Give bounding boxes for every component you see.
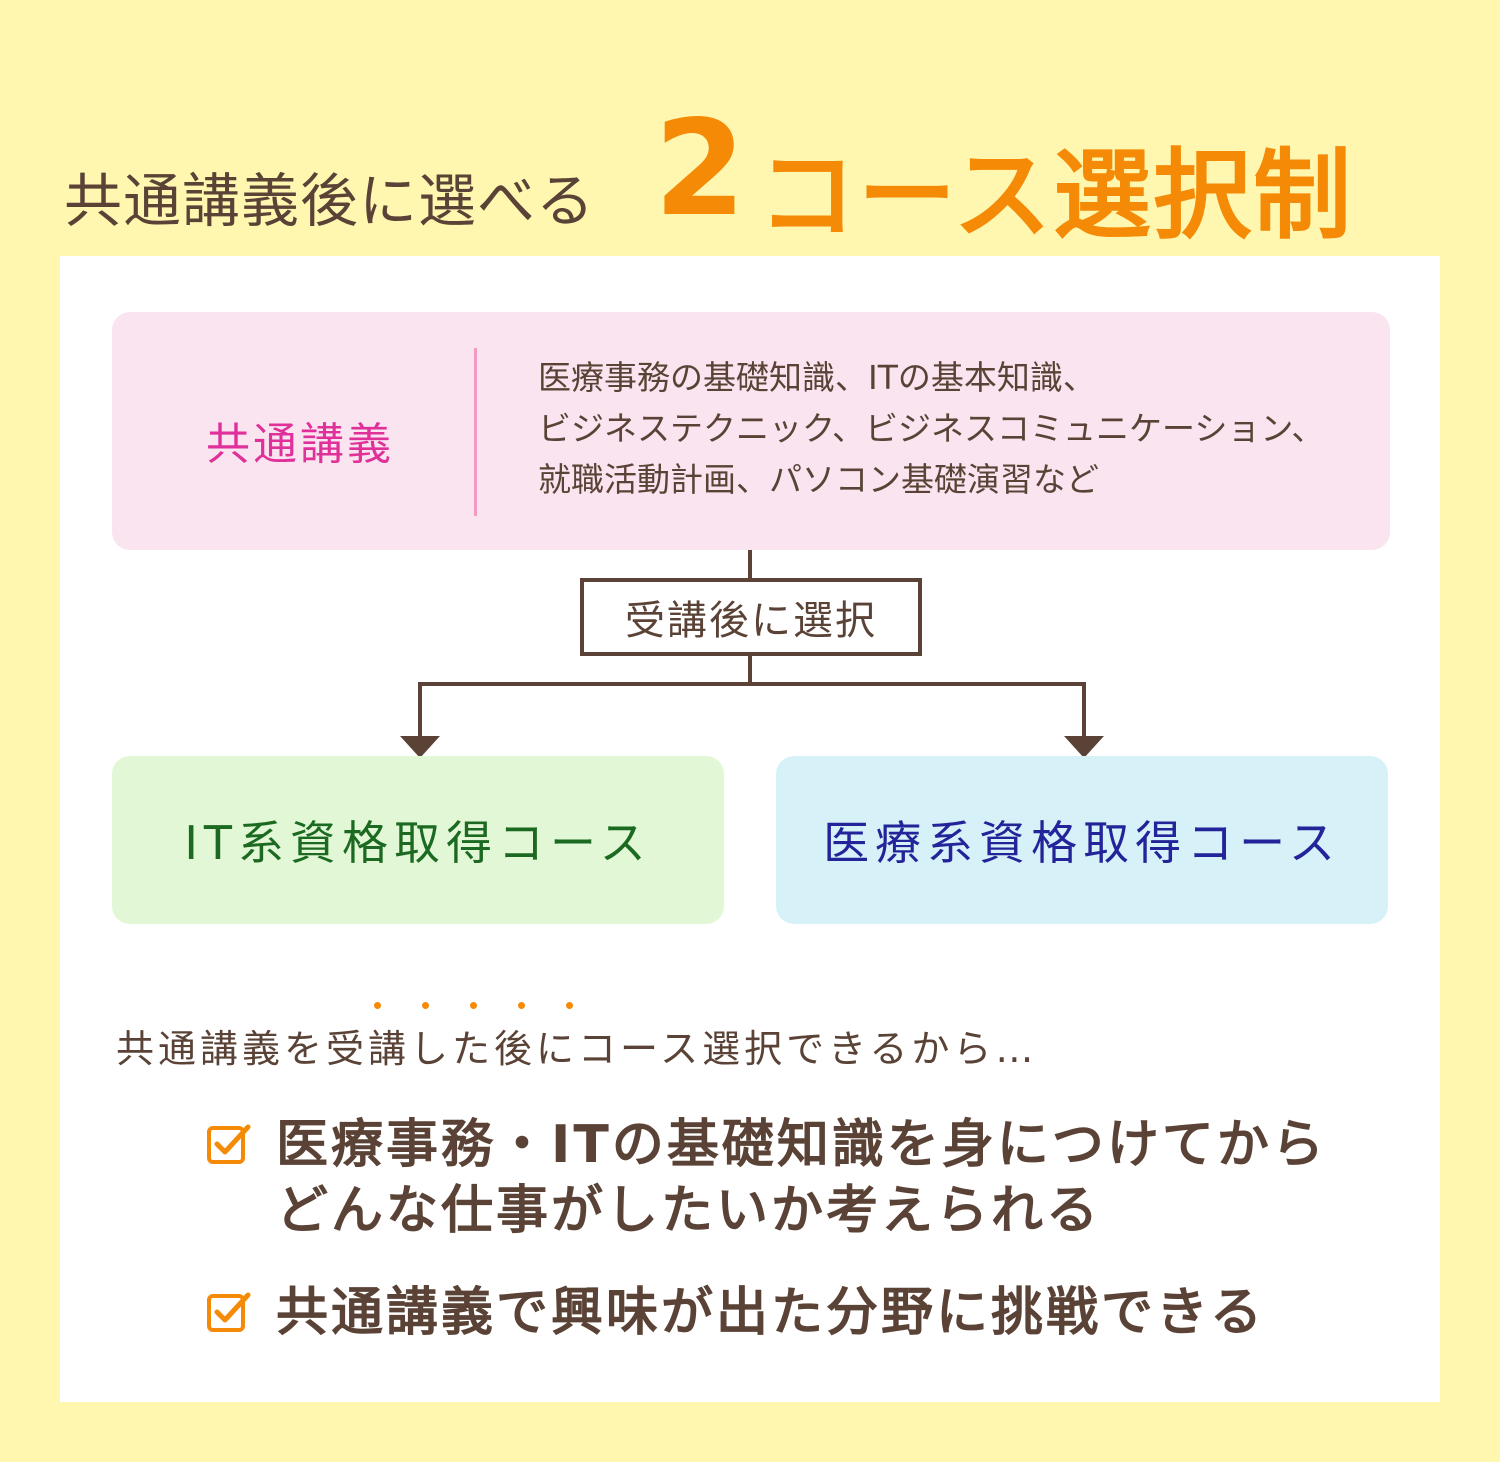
- headline-number: 2: [654, 92, 746, 246]
- emphasis-dot: [374, 1002, 381, 1009]
- headline-course-selection: コース選択制: [758, 139, 1354, 253]
- common-lecture-line: ビジネステクニック、ビジネスコミュニケーション、: [538, 409, 1325, 448]
- course-it: IT系資格取得コース: [112, 756, 724, 924]
- common-lecture-label: 共通講義: [206, 419, 394, 470]
- flow-connectors: [400, 550, 1104, 758]
- emphasis-dot: [518, 1002, 525, 1009]
- benefit-text: 共通講義で興味が出た分野に挑戦できる: [276, 1280, 1376, 1346]
- select-step-box: 受講後に選択: [580, 578, 922, 656]
- arrow-down-icon: [1064, 736, 1104, 758]
- emphasis-dot: [566, 1002, 573, 1009]
- common-lecture-line: 就職活動計画、パソコン基礎演習など: [538, 460, 1099, 499]
- benefit-line: どんな仕事がしたいか考えられる: [276, 1181, 1102, 1241]
- headline: 共通講義後に選べる 2 コース選択制: [64, 92, 1444, 253]
- arrow-down-icon: [400, 736, 440, 758]
- checkbox-icon: [207, 1124, 251, 1164]
- common-lecture-divider: [474, 348, 477, 516]
- headline-lead: 共通講義後に選べる: [64, 167, 596, 235]
- benefit-line: 共通講義で興味が出た分野に挑戦できる: [276, 1283, 1265, 1343]
- intro-text: 共通講義を受講した後にコース選択できるから…: [116, 1027, 1038, 1071]
- content-card: 共通講義 医療事務の基礎知識、ITの基本知識、 ビジネステクニック、ビジネスコミ…: [60, 256, 1440, 1402]
- emphasis-dot: [422, 1002, 429, 1009]
- checkbox-icon: [207, 1292, 251, 1332]
- common-lecture-line: 医療事務の基礎知識、ITの基本知識、: [538, 358, 1096, 397]
- common-lecture-description: 医療事務の基礎知識、ITの基本知識、 ビジネステクニック、ビジネスコミュニケーシ…: [538, 352, 1378, 505]
- benefit-text: 医療事務・ITの基礎知識を身につけてから どんな仕事がしたいか考えられる: [276, 1112, 1376, 1244]
- emphasis-dot: [470, 1002, 477, 1009]
- benefit-line: 医療事務・ITの基礎知識を身につけてから: [276, 1115, 1327, 1175]
- connector-branch: [418, 682, 1086, 736]
- course-medical: 医療系資格取得コース: [776, 756, 1388, 924]
- common-lecture-box: 共通講義 医療事務の基礎知識、ITの基本知識、 ビジネステクニック、ビジネスコミ…: [112, 312, 1390, 550]
